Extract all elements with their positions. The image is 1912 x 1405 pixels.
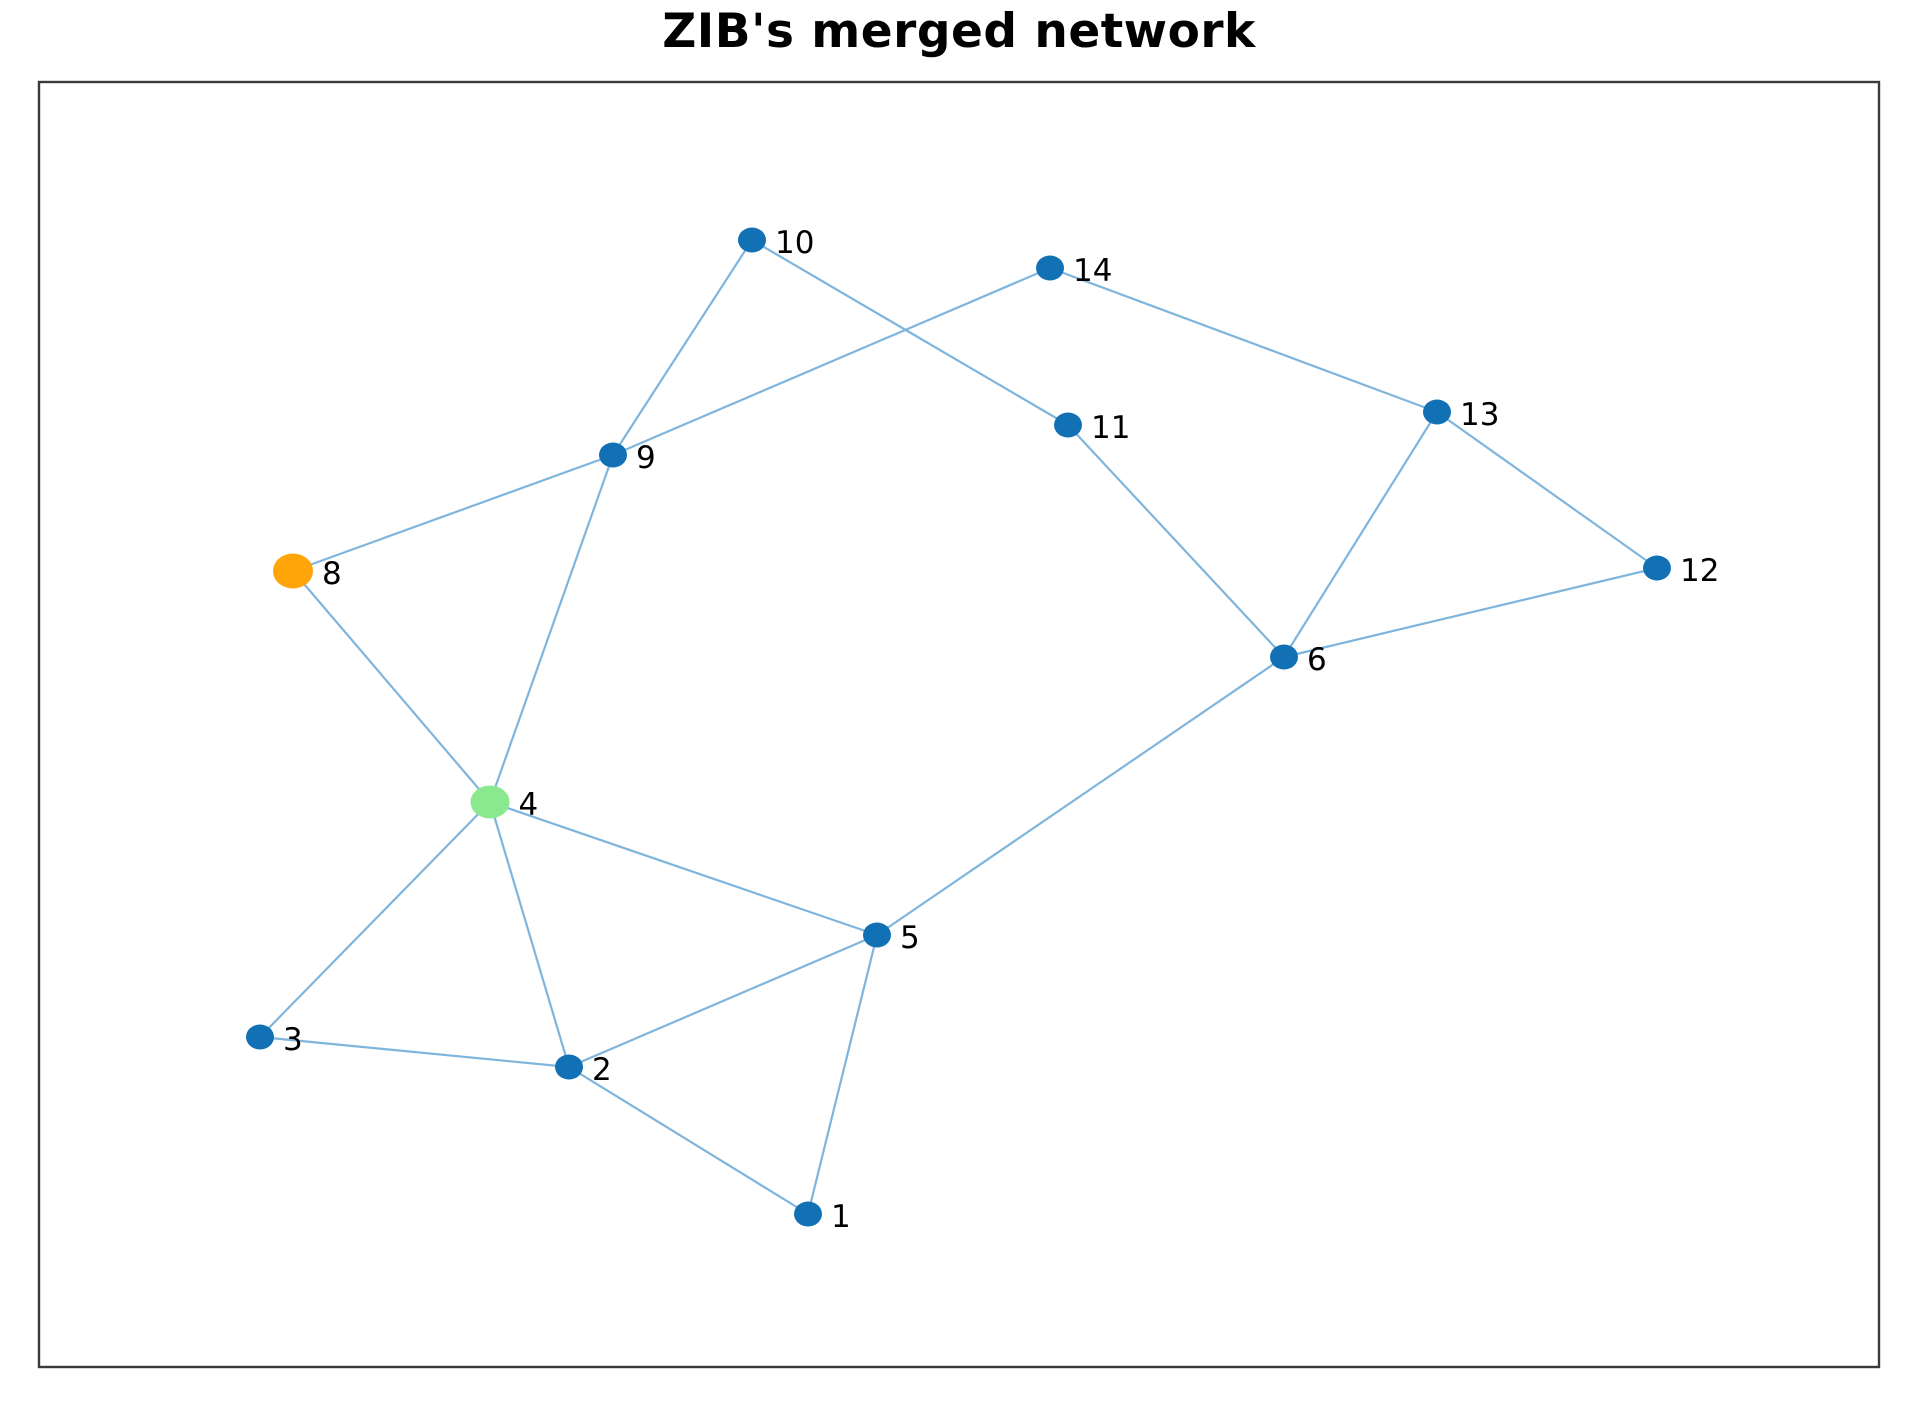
graph-node-11 <box>1054 412 1082 438</box>
graph-node-2 <box>555 1054 583 1080</box>
graph-edge-3-4 <box>259 801 491 1038</box>
graph-edge-6-12 <box>1283 566 1658 659</box>
graph-node-10 <box>738 227 766 253</box>
graph-node-8 <box>273 553 313 589</box>
node-label-11: 11 <box>1091 410 1130 446</box>
graph-edge-4-9 <box>488 454 615 803</box>
node-label-10: 10 <box>775 225 814 261</box>
node-label-14: 14 <box>1073 253 1112 289</box>
graph-edge-2-5 <box>568 933 878 1069</box>
graph-edge-1-2 <box>568 1066 809 1215</box>
graph-node-14 <box>1036 255 1064 281</box>
graph-node-5 <box>863 922 891 948</box>
graph-node-13 <box>1423 399 1451 425</box>
graph-edge-9-10 <box>612 239 753 456</box>
node-label-1: 1 <box>831 1199 851 1235</box>
graph-edge-9-14 <box>612 266 1051 457</box>
node-label-3: 3 <box>283 1022 303 1058</box>
graph-edge-1-5 <box>806 934 879 1215</box>
graph-edge-6-11 <box>1067 424 1285 658</box>
graph-node-6 <box>1270 644 1298 670</box>
graph-node-3 <box>246 1024 274 1050</box>
graph-edge-12-13 <box>1436 411 1658 569</box>
graph-edge-6-13 <box>1283 411 1438 658</box>
graph-edge-5-6 <box>876 656 1285 936</box>
graph-edge-10-11 <box>751 239 1069 426</box>
graph-edge-13-14 <box>1049 266 1438 414</box>
node-label-5: 5 <box>900 920 920 956</box>
graph-node-1 <box>794 1201 822 1227</box>
node-label-6: 6 <box>1307 642 1327 678</box>
node-label-8: 8 <box>322 556 342 592</box>
graph-edge-2-3 <box>259 1035 570 1069</box>
node-label-12: 12 <box>1680 553 1719 589</box>
node-label-9: 9 <box>636 440 656 476</box>
graph-edge-2-4 <box>488 801 571 1068</box>
chart-title: ZIB's merged network <box>662 4 1256 59</box>
node-label-4: 4 <box>519 787 539 823</box>
graph-edge-4-5 <box>489 800 878 937</box>
graph-node-12 <box>1643 555 1671 581</box>
plot-frame <box>37 80 1881 1369</box>
graph-node-9 <box>599 442 627 468</box>
node-label-13: 13 <box>1460 397 1499 433</box>
graph-edge-8-9 <box>292 453 614 573</box>
graph-node-4 <box>470 785 510 819</box>
node-label-2: 2 <box>592 1052 612 1088</box>
graph-edge-4-8 <box>292 570 491 803</box>
